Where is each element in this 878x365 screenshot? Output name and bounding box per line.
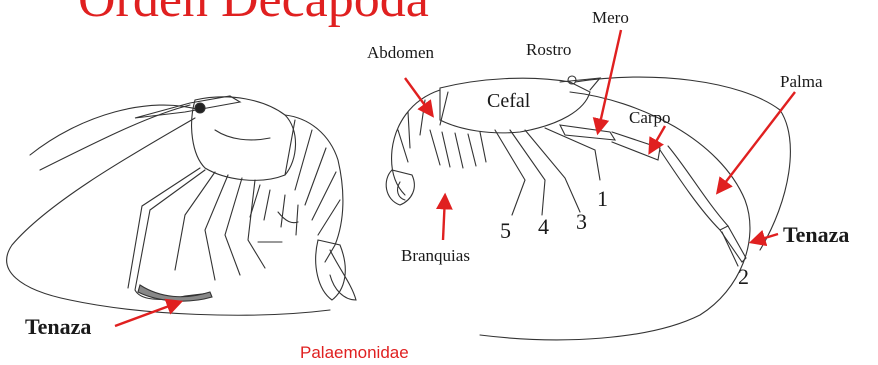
right-abdomen-seg4 bbox=[398, 130, 408, 162]
left-abdomen-seg5 bbox=[318, 200, 340, 235]
right-tail bbox=[386, 170, 414, 205]
right-cheliped-finger-2 bbox=[722, 232, 738, 266]
label-carpo: Carpo bbox=[629, 109, 671, 126]
left-eye bbox=[195, 103, 205, 113]
left-tail-fan bbox=[316, 240, 356, 300]
left-pleopods bbox=[250, 185, 298, 235]
left-carapace bbox=[192, 97, 296, 181]
right-leg-3 bbox=[525, 130, 580, 212]
label-mero: Mero bbox=[592, 9, 629, 26]
left-leg-4 bbox=[225, 178, 242, 275]
left-shrimp-illustration bbox=[7, 96, 356, 315]
pointer-arrows bbox=[115, 30, 795, 326]
right-antenna-top bbox=[575, 77, 790, 250]
label-abdomen: Abdomen bbox=[367, 44, 434, 61]
left-carapace-groove bbox=[215, 130, 270, 140]
left-abdomen bbox=[285, 115, 343, 262]
family-label: Palaemonidae bbox=[300, 344, 409, 361]
left-antennule bbox=[40, 105, 190, 170]
leg-number-2: 2 bbox=[738, 266, 749, 288]
arrow-branquias bbox=[443, 196, 445, 240]
right-abdomen bbox=[392, 90, 440, 195]
leg-number-4: 4 bbox=[538, 216, 549, 238]
arrow-carpo bbox=[650, 126, 665, 152]
arrow-mero bbox=[598, 30, 621, 132]
right-pleopods bbox=[430, 130, 486, 168]
leg-number-5: 5 bbox=[500, 220, 511, 242]
left-abdomen-seg3 bbox=[305, 148, 326, 205]
right-cheliped-palma bbox=[660, 146, 728, 230]
label-branquias: Branquias bbox=[401, 247, 470, 264]
leg-number-1: 1 bbox=[597, 188, 608, 210]
left-leg-big bbox=[135, 170, 210, 299]
right-leg-4 bbox=[510, 130, 545, 215]
arrow-abdomen bbox=[405, 78, 432, 115]
arrow-palma bbox=[718, 92, 795, 192]
left-abdomen-seg2 bbox=[295, 130, 312, 190]
label-rostro: Rostro bbox=[526, 41, 571, 58]
right-abdomen-seg1 bbox=[440, 92, 448, 125]
diagram-title: Orden Decapoda bbox=[78, 0, 429, 26]
right-abdomen-seg3 bbox=[408, 112, 410, 148]
leg-number-3: 3 bbox=[576, 211, 587, 233]
arrow-tenaza-left bbox=[115, 302, 180, 326]
left-leg-3 bbox=[205, 175, 228, 280]
label-palma: Palma bbox=[780, 73, 823, 90]
label-tenaza-right: Tenaza bbox=[783, 224, 849, 246]
right-shrimp-illustration bbox=[386, 76, 790, 340]
right-leg-5 bbox=[495, 130, 525, 215]
label-cefal: Cefal bbox=[487, 91, 530, 111]
right-antenna-low bbox=[480, 92, 750, 340]
left-leg-5 bbox=[248, 180, 265, 268]
label-tenaza-left: Tenaza bbox=[25, 316, 91, 338]
